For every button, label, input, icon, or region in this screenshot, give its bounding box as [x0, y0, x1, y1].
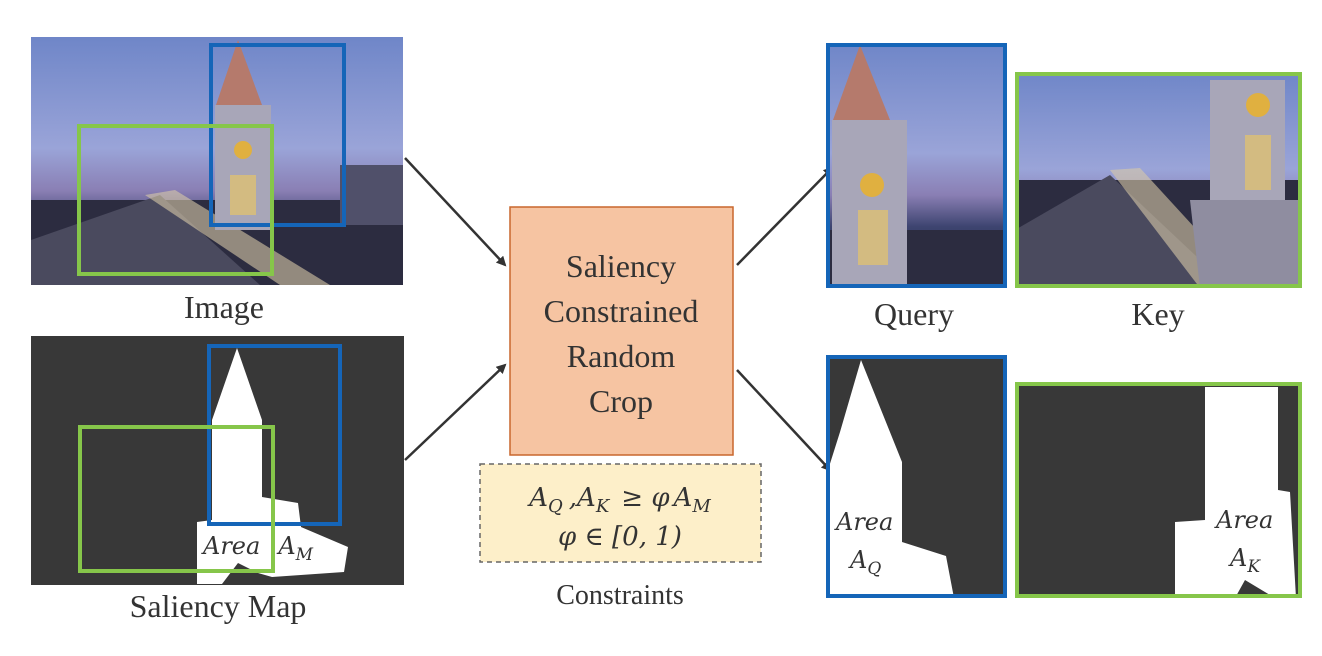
- query-label: Query: [874, 296, 954, 332]
- key-crop-box-map: [78, 425, 275, 573]
- phi-range: φ ∈ [0, 1): [558, 522, 682, 552]
- key-image: [1015, 72, 1302, 288]
- key-crop-frame: [1015, 72, 1302, 288]
- image-label: Image: [184, 289, 264, 325]
- query-image: [826, 43, 1007, 288]
- process-line: Saliency: [566, 248, 676, 284]
- ak-label: AK: [1228, 544, 1261, 577]
- process-line: Crop: [589, 383, 653, 419]
- arrow-crop-to-images: [736, 166, 834, 266]
- area-label: Area: [834, 508, 893, 536]
- query-crop-box: [209, 43, 346, 227]
- query-crop-frame: [826, 43, 1007, 288]
- process-line: Random: [567, 338, 676, 374]
- area-label: Area: [1214, 506, 1273, 534]
- saliency-constrained-random-crop-box: Saliency Constrained Random Crop: [509, 206, 734, 456]
- constraints-label: Constraints: [556, 580, 684, 611]
- saliency-map-label: Saliency Map: [130, 588, 307, 624]
- arrow-map-to-crop: [404, 363, 507, 461]
- key-label: Key: [1131, 296, 1184, 332]
- process-line: Constrained: [544, 293, 699, 329]
- key-crop-box: [77, 124, 274, 276]
- arrow-crop-to-maps: [736, 369, 832, 472]
- aq-label: AQ: [848, 546, 881, 579]
- arrow-image-to-crop: [404, 157, 507, 267]
- key-saliency-crop: Area AK: [1015, 382, 1302, 598]
- source-image: [31, 37, 403, 285]
- query-saliency-crop: Area AQ: [826, 355, 1007, 598]
